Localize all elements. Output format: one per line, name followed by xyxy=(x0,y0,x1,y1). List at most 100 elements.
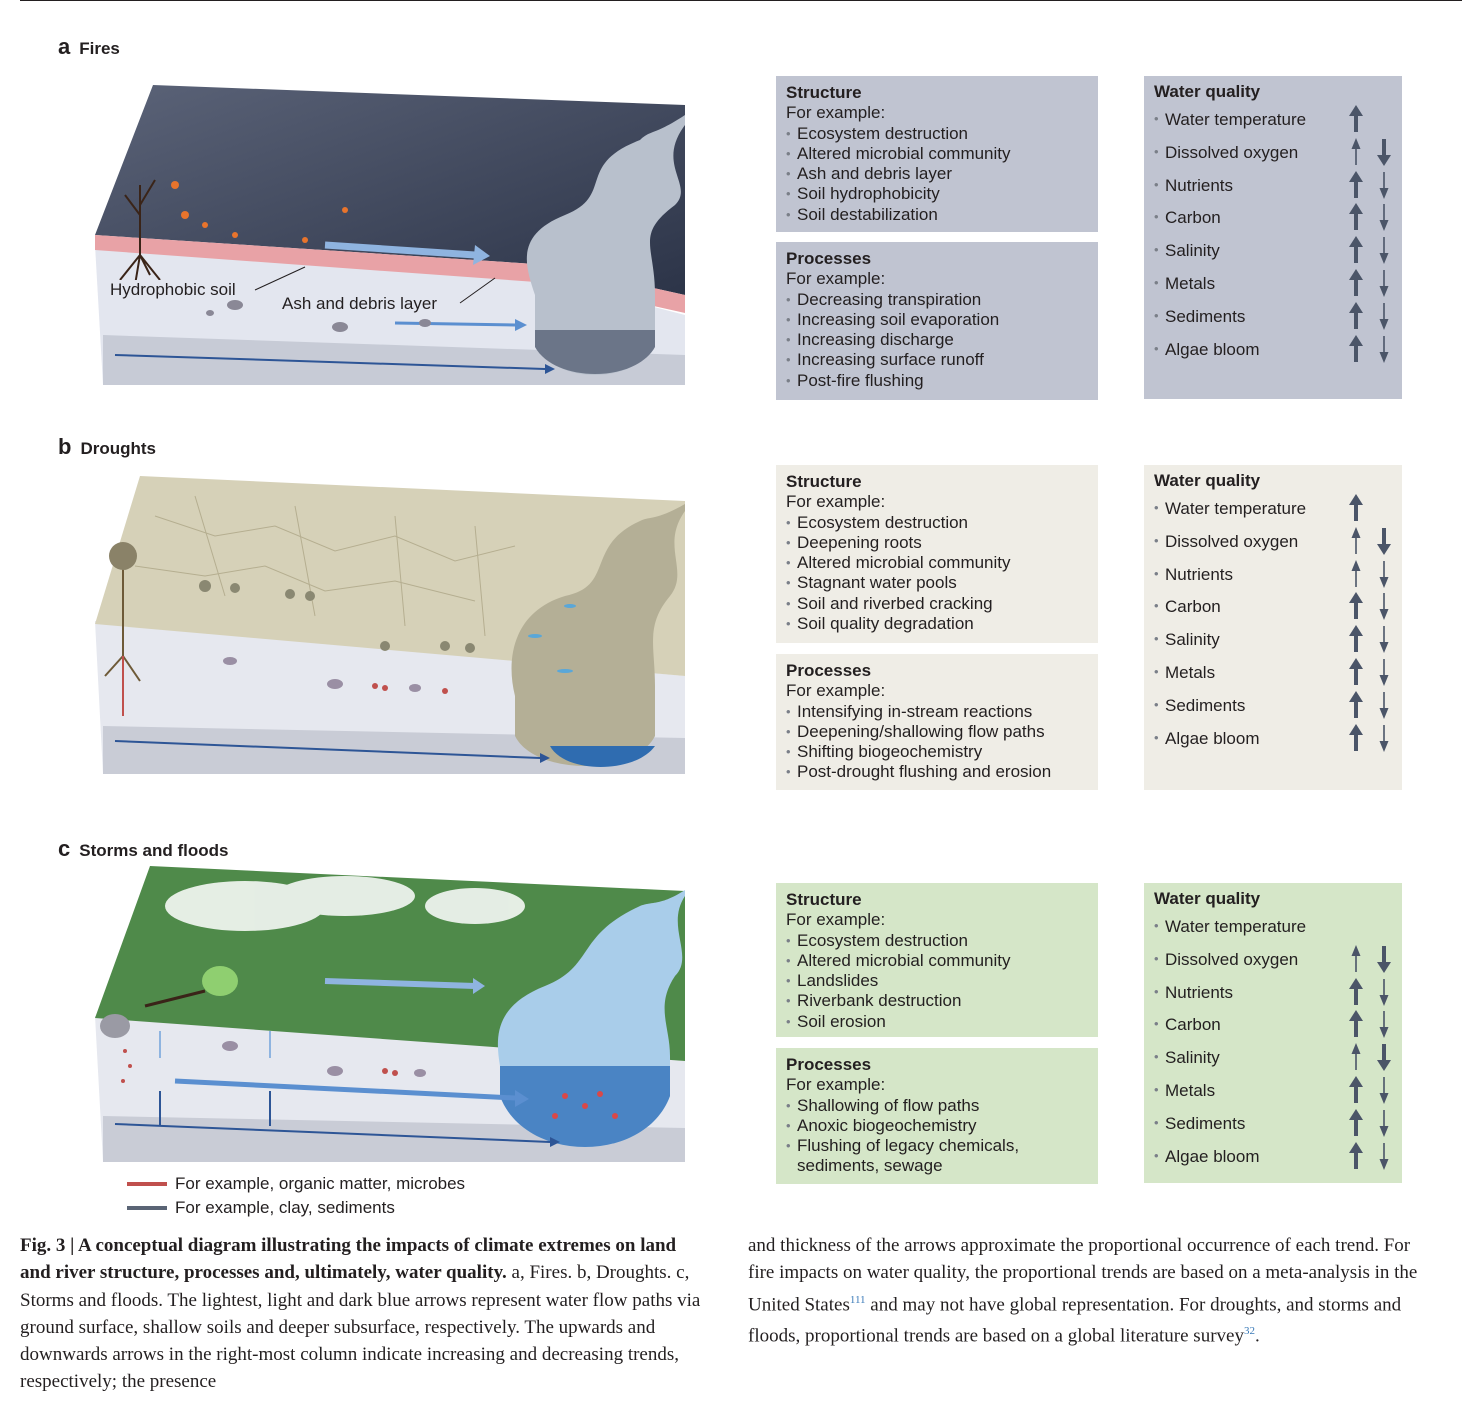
water-quality-label: Metals xyxy=(1165,273,1216,293)
up-arrow-icon xyxy=(1349,657,1363,685)
up-arrow-icon xyxy=(1349,170,1363,198)
list-item: Altered microbial community xyxy=(786,144,1088,165)
surface-flow-arrow xyxy=(324,241,476,259)
water-quality-label: Carbon xyxy=(1165,1015,1221,1035)
droughts-processes-box: Processes For example: Intensifying in-s… xyxy=(776,654,1098,790)
box-heading: Structure xyxy=(786,472,862,491)
down-arrow-icon xyxy=(1379,626,1389,654)
water-quality-label: Salinity xyxy=(1165,241,1220,261)
list-item: Soil and riverbed cracking xyxy=(786,594,1088,615)
box-heading: Structure xyxy=(786,890,862,909)
water-quality-list: Water temperatureDissolved oxygenNutrien… xyxy=(1154,917,1392,1179)
trend-arrows xyxy=(1349,977,1389,1006)
up-arrow-icon xyxy=(1349,625,1363,653)
shallow-flow-arrowhead xyxy=(515,319,527,331)
water-quality-item: Salinity xyxy=(1154,1043,1392,1081)
trend-arrows xyxy=(1349,592,1389,621)
water-quality-item: Sediments xyxy=(1154,301,1392,340)
water-quality-item: Nutrients xyxy=(1154,170,1392,209)
figure-caption-right: and thickness of the arrows approximate … xyxy=(748,1232,1438,1350)
trend-arrows xyxy=(1351,526,1391,555)
water-quality-label: Carbon xyxy=(1165,597,1221,617)
deep-flow-arrowhead xyxy=(540,753,550,763)
list-item: Increasing soil evaporation xyxy=(786,310,1088,331)
up-arrow-icon xyxy=(1349,301,1363,329)
shallow-flow-arrow xyxy=(394,321,516,327)
storms-processes-box: Processes For example: Shallowing of flo… xyxy=(776,1048,1098,1184)
box-intro: For example: xyxy=(786,269,886,289)
figure-caption-left: Fig. 3 | A conceptual diagram illustrati… xyxy=(20,1232,710,1396)
up-arrow-icon xyxy=(1351,559,1361,587)
trend-arrows xyxy=(1349,657,1389,686)
list-item: Decreasing transpiration xyxy=(786,290,1088,311)
water-quality-item: Carbon xyxy=(1154,592,1392,630)
surface-flow-arrowhead xyxy=(473,978,485,994)
box-intro: For example: xyxy=(786,681,886,701)
shrubs xyxy=(199,580,475,653)
droughts-structure-box: Structure For example: Ecosystem destruc… xyxy=(776,465,1098,643)
reference[interactable]: 32 xyxy=(1243,1325,1255,1338)
up-arrow-icon xyxy=(1349,203,1363,231)
burned-tree xyxy=(119,179,161,286)
down-arrow-icon xyxy=(1379,237,1389,265)
list-item: Flushing of legacy chemicals, sediments,… xyxy=(786,1136,1088,1177)
figure-title: Fig. 3 | A conceptual diagram illustrati… xyxy=(20,1235,677,1284)
water-quality-label: Nutrients xyxy=(1165,175,1234,195)
up-arrow-icon xyxy=(1351,944,1361,972)
list-item: Riverbank destruction xyxy=(786,991,1088,1012)
water-quality-item: Carbon xyxy=(1154,1010,1392,1048)
box-heading: Structure xyxy=(786,83,862,102)
trend-arrows xyxy=(1349,690,1389,719)
water-quality-item: Nutrients xyxy=(1154,559,1392,598)
trend-arrows xyxy=(1349,301,1389,330)
down-arrow-icon xyxy=(1377,1044,1391,1072)
suspended-material xyxy=(552,1091,618,1119)
hydrophobic-leader xyxy=(254,266,306,291)
list-item: Stagnant water pools xyxy=(786,573,1088,594)
down-arrow-icon xyxy=(1377,945,1391,973)
down-arrow-icon xyxy=(1379,171,1389,199)
up-arrow-icon xyxy=(1349,977,1363,1005)
list-item: Increasing discharge xyxy=(786,330,1088,351)
water-quality-item: Dissolved oxygen xyxy=(1154,137,1392,176)
list-item: Soil hydrophobicity xyxy=(786,184,1088,205)
up-arrow-icon xyxy=(1351,526,1361,554)
fires-illustration xyxy=(95,85,685,385)
up-arrow-icon xyxy=(1349,723,1363,751)
down-arrow-icon xyxy=(1379,691,1389,719)
deep-flow-arrow xyxy=(114,1123,551,1143)
panel-a-label: a Fires xyxy=(58,34,120,60)
box-heading: Processes xyxy=(786,1055,872,1074)
up-arrow-icon xyxy=(1351,137,1361,165)
fires-structure-box: Structure For example: Ecosystem destruc… xyxy=(776,76,1098,232)
deep-flow-arrowhead xyxy=(545,364,555,374)
reference[interactable]: 111 xyxy=(849,1293,866,1306)
stagnant-pools xyxy=(528,604,576,673)
trend-arrows xyxy=(1349,494,1363,521)
fires-water-quality-box: Water quality Water temperatureDissolved… xyxy=(1144,76,1402,399)
water-quality-label: Salinity xyxy=(1165,1048,1220,1068)
top-rule xyxy=(20,0,1462,1)
panel-b-label: b Droughts xyxy=(58,434,156,460)
trend-arrows xyxy=(1349,203,1389,232)
list-item: Increasing surface runoff xyxy=(786,350,1088,371)
down-arrow-icon xyxy=(1379,560,1389,588)
water-quality-label: Sediments xyxy=(1165,1113,1246,1133)
surface-flow-arrowhead xyxy=(473,245,490,265)
down-arrow-icon xyxy=(1379,978,1389,1006)
water-quality-list: Water temperatureDissolved oxygenNutrien… xyxy=(1154,494,1392,761)
river-water xyxy=(535,330,655,374)
up-arrow-icon xyxy=(1349,592,1363,620)
panel-letter: a xyxy=(58,34,71,59)
water-quality-label: Algae bloom xyxy=(1165,1146,1260,1166)
water-quality-label: Carbon xyxy=(1165,208,1221,228)
water-quality-label: Sediments xyxy=(1165,306,1246,326)
legend-text: For example, organic matter, microbes xyxy=(175,1174,466,1193)
list-item: Ecosystem destruction xyxy=(786,124,1088,145)
trend-arrows xyxy=(1351,559,1389,588)
down-arrow-icon xyxy=(1377,138,1391,166)
down-arrow-icon xyxy=(1379,1076,1389,1104)
tree-crown xyxy=(202,966,238,996)
water-quality-label: Salinity xyxy=(1165,630,1220,650)
trend-arrows xyxy=(1349,1010,1389,1039)
